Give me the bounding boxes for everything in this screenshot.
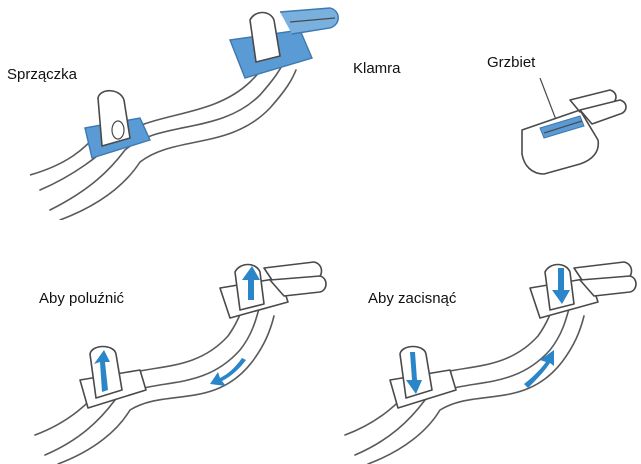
- buckle-highlight: [85, 91, 150, 158]
- clasp-label: Klamra: [353, 60, 401, 77]
- spine-label: Grzbiet: [487, 54, 535, 71]
- tighten-strap: [345, 298, 584, 464]
- strap-band: [30, 50, 296, 220]
- strap-overview-illustration: [30, 0, 360, 220]
- clasp-spine-illustration: [510, 70, 630, 180]
- loosen-strap: [35, 298, 274, 464]
- loosen-illustration: [30, 250, 330, 464]
- clasp-highlight: [230, 8, 338, 78]
- tighten-illustration: [340, 250, 641, 464]
